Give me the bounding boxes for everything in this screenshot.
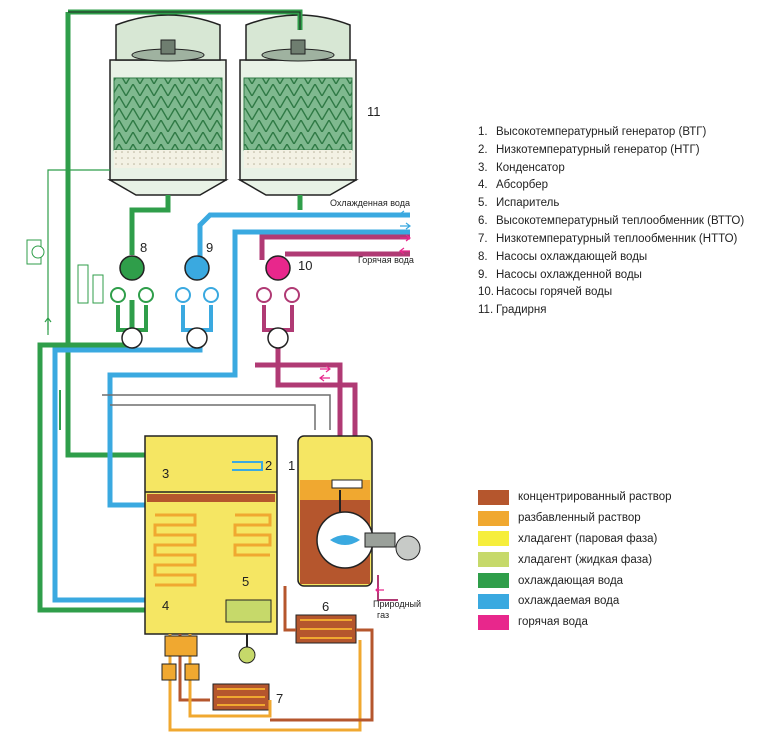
- component-item: 10.Насосы горячей воды: [478, 286, 613, 299]
- component-item: 11.Градирня: [478, 304, 547, 317]
- component-item: 5.Испаритель: [478, 197, 560, 210]
- heat-exchanger-7: [212, 683, 270, 711]
- cooling-water-pump-8: [110, 255, 154, 349]
- color-swatch: [478, 531, 509, 547]
- component-list: 1.Высокотемпературный генератор (ВТГ) 2.…: [478, 124, 758, 320]
- color-swatch: [478, 510, 509, 526]
- component-item: 1.Высокотемпературный генератор (ВТГ): [478, 126, 707, 138]
- label-5: 5: [242, 574, 249, 589]
- cooling-tower-left: [107, 14, 229, 196]
- label-4: 4: [162, 598, 169, 613]
- main-shell: [144, 435, 278, 664]
- label-11: 11: [367, 104, 381, 119]
- component-item: 8.Насосы охлаждающей воды: [478, 250, 648, 263]
- label-2: 2: [265, 458, 272, 473]
- flow-legend-item: горячая вода: [478, 612, 672, 633]
- component-item: 4.Абсорбер: [478, 179, 549, 192]
- color-swatch: [478, 593, 509, 609]
- color-swatch: [478, 489, 509, 505]
- cooling-tower-right: [237, 14, 359, 196]
- heat-exchanger-6: [295, 614, 357, 644]
- label-gas-2: газ: [377, 610, 389, 620]
- label-10: 10: [298, 258, 312, 273]
- chilled-water-pump-9: [175, 255, 219, 349]
- hot-water-pump-10: [256, 255, 300, 349]
- component-item: 3.Конденсатор: [478, 161, 565, 174]
- flow-legend-item: хладагент (жидкая фаза): [478, 549, 672, 570]
- hot-water-lines: [255, 234, 410, 460]
- flow-color-legend: концентрированный раствор разбавленный р…: [478, 487, 672, 633]
- label-6: 6: [322, 599, 329, 614]
- flow-legend-item: охлаждающая вода: [478, 570, 672, 591]
- flow-legend-item: разбавленный раствор: [478, 508, 672, 529]
- high-temp-generator-1: [297, 435, 421, 587]
- label-chilled-water: Охлажденная вода: [330, 198, 410, 208]
- flow-legend-item: охлаждаемая вода: [478, 591, 672, 612]
- label-3: 3: [162, 466, 169, 481]
- component-item: 9.Насосы охлажденной воды: [478, 268, 642, 281]
- component-item: 6.Высокотемпературный теплообменник (ВТТ…: [478, 215, 745, 228]
- flow-legend-item: концентрированный раствор: [478, 487, 672, 508]
- color-swatch: [478, 614, 509, 630]
- flow-legend-item: хладагент (паровая фаза): [478, 529, 672, 550]
- label-1: 1: [288, 458, 295, 473]
- color-swatch: [478, 552, 509, 568]
- component-item: 7.Низкотемпературный теплообменник (НТТО…: [478, 232, 738, 245]
- label-9: 9: [206, 240, 213, 255]
- label-7: 7: [276, 691, 283, 706]
- label-hot-water: Горячая вода: [358, 255, 414, 265]
- label-gas-1: Природный: [373, 599, 421, 609]
- control-unit: [26, 239, 104, 304]
- component-item: 2.Низкотемпературный генератор (НТГ): [478, 143, 700, 156]
- label-8: 8: [140, 240, 147, 255]
- color-swatch: [478, 573, 509, 589]
